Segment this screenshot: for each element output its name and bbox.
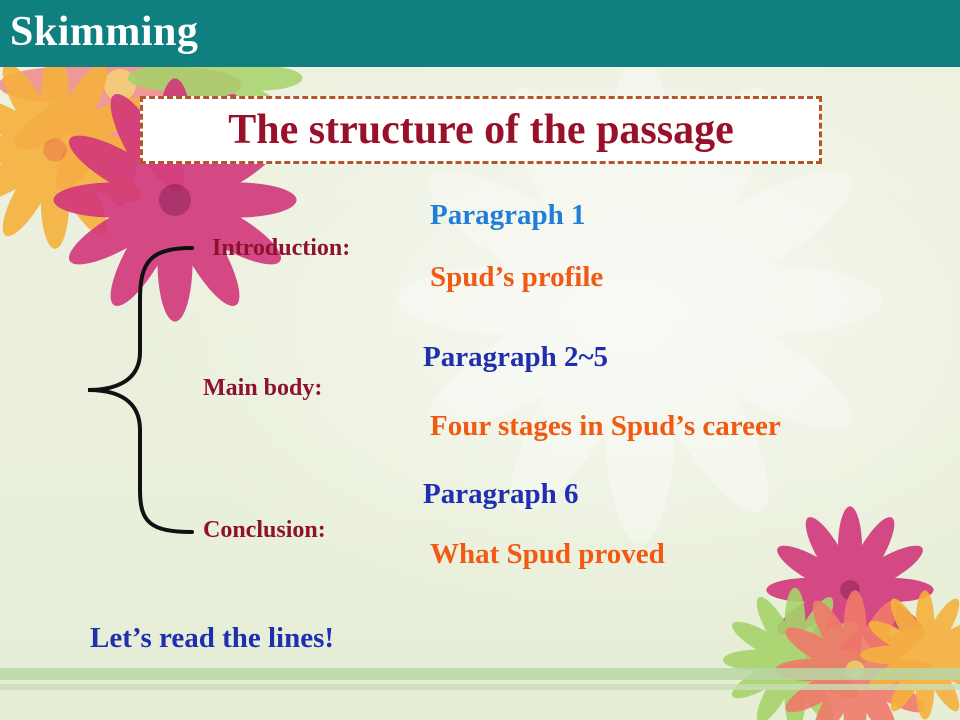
slide-title: The structure of the passage bbox=[228, 107, 734, 153]
header-bar: Skimming bbox=[0, 0, 960, 67]
flower-icon bbox=[0, 51, 154, 249]
flower-icon bbox=[53, 78, 297, 322]
brace-icon bbox=[87, 246, 194, 534]
paragraph-ref-3: Paragraph 6 bbox=[423, 478, 579, 510]
footer-prompt: Let’s read the lines! bbox=[90, 622, 335, 654]
header-title: Skimming bbox=[10, 9, 199, 55]
section-description-3: What Spud proved bbox=[430, 538, 665, 570]
section-label-main-body: Main body: bbox=[203, 375, 323, 401]
paragraph-ref-1: Paragraph 1 bbox=[430, 199, 586, 231]
paragraph-ref-2: Paragraph 2~5 bbox=[423, 341, 609, 373]
section-description-2: Four stages in Spud’s career bbox=[430, 410, 781, 442]
section-label-conclusion: Conclusion: bbox=[203, 517, 326, 543]
title-box: The structure of the passage bbox=[140, 96, 822, 164]
section-description-1: Spud’s profile bbox=[430, 261, 604, 293]
section-label-introduction: Introduction: bbox=[212, 235, 351, 261]
